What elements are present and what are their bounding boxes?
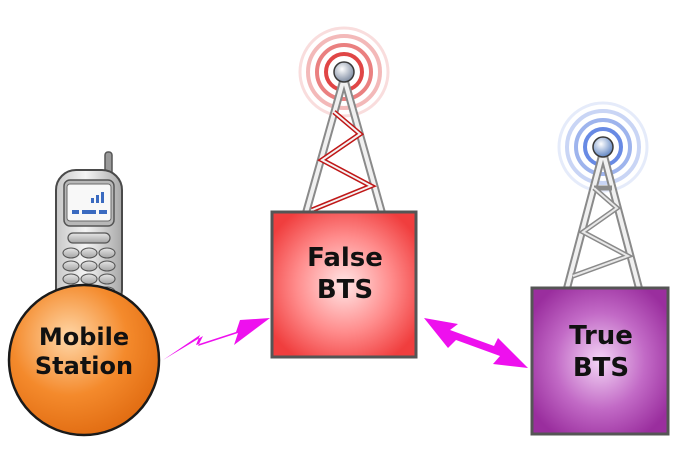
true-bts-label: True BTS	[532, 321, 670, 384]
true-bts-node	[530, 286, 670, 436]
false-bts-label-line2: BTS	[316, 274, 374, 305]
mobile-station-node	[7, 283, 161, 437]
true-bts-label-line1: True	[569, 321, 633, 351]
true-bts-tower-icon	[557, 101, 649, 296]
false-bts-label: False BTS	[272, 243, 418, 306]
link-arrow-false-true	[424, 318, 528, 368]
mobile-phone-icon	[55, 151, 123, 311]
true-bts-label-line2: BTS	[572, 352, 630, 383]
mobile-station-label: Mobile Station	[14, 323, 154, 382]
false-bts-label-line1: False	[307, 243, 383, 273]
mobile-station-label-line2: Station	[34, 352, 134, 381]
mobile-station-label-line1: Mobile	[38, 323, 130, 351]
false-bts-node	[270, 210, 418, 359]
false-bts-tower-icon	[298, 26, 390, 224]
false-bts-signal-waves-icon	[298, 26, 390, 118]
true-bts-signal-waves-icon	[557, 101, 649, 193]
link-arrow-mobile-false	[163, 318, 270, 360]
